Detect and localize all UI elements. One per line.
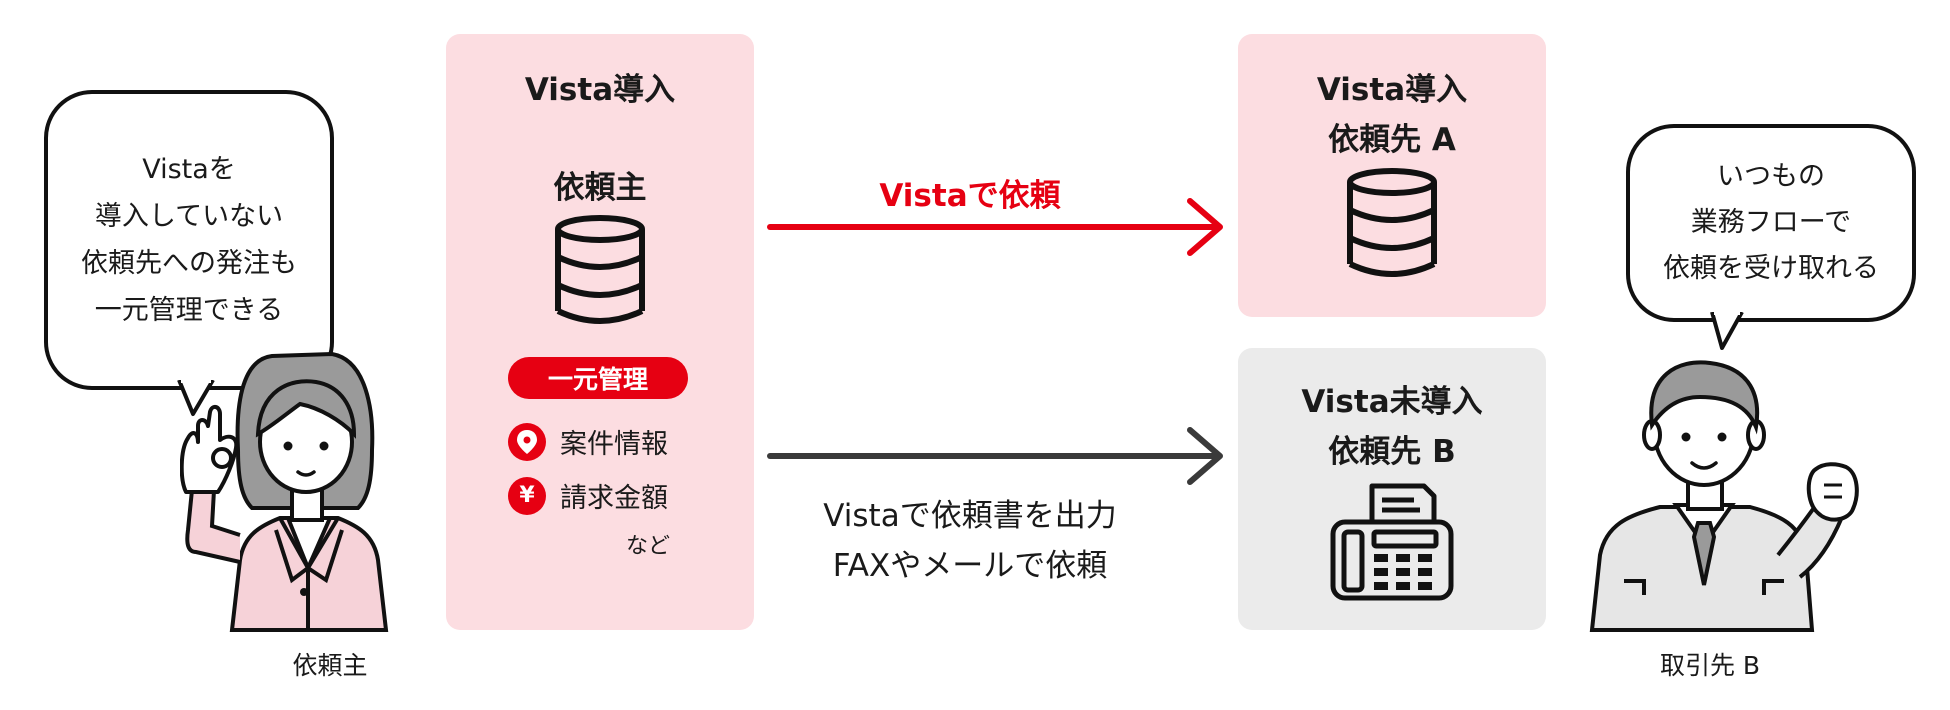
requester-panel (446, 34, 754, 630)
database-icon (555, 215, 645, 324)
bottom-flow-line: FAXやメールで依頼 (832, 548, 1108, 584)
feature-label: 請求金額 (560, 483, 668, 514)
vendor-b-title-line: Vista未導入 (1301, 384, 1483, 420)
bubble-line: 一元管理できる (94, 295, 284, 326)
bubble-line: Vistaを (142, 154, 236, 185)
yen-icon: ¥ (508, 476, 546, 515)
requester-panel-title: Vista導入 (524, 72, 676, 108)
location-pin-icon (508, 422, 546, 461)
vendor-a-panel (1238, 34, 1546, 317)
requester-speech-bubble: Vistaを 導入していない 依頼先への発注も 一元管理できる (44, 90, 334, 390)
bubble-tail (1710, 312, 1744, 350)
vendor-a-title-line: 依頼先 A (1328, 122, 1456, 158)
vendor-b-panel (1238, 348, 1546, 630)
bottom-flow-line: Vistaで依頼書を出力 (823, 498, 1117, 534)
fax-icon (1330, 483, 1454, 601)
bottom-flow-arrow (767, 427, 1223, 485)
vendor-a-title-line: Vista導入 (1316, 72, 1468, 108)
requester-person-illustration (180, 351, 389, 632)
partner-caption: 取引先 B (1659, 651, 1761, 680)
feature-label: 案件情報 (560, 429, 668, 460)
bubble-line: いつもの (1717, 161, 1825, 192)
database-icon (1347, 168, 1437, 277)
bubble-line: 業務フローで (1690, 207, 1852, 238)
bubble-line: 導入していない (94, 201, 284, 232)
bubble-line: 依頼を受け取れる (1663, 253, 1879, 284)
partner-speech-bubble: いつもの 業務フローで 依頼を受け取れる (1626, 124, 1916, 322)
bubble-line: 依頼先への発注も (81, 248, 297, 279)
etc-label: など (626, 534, 671, 559)
vendor-b-title-line: 依頼先 B (1328, 434, 1456, 470)
centralized-management-badge: 一元管理 (508, 357, 688, 399)
top-flow-label: Vistaで依頼 (879, 178, 1061, 214)
bubble-tail (177, 380, 215, 416)
requester-caption: 依頼主 (292, 651, 368, 680)
feature-project-info: 案件情報 (508, 422, 668, 461)
requester-role-label: 依頼主 (553, 170, 647, 206)
feature-billing-amount: ¥ 請求金額 (508, 476, 668, 515)
partner-person-illustration (1589, 360, 1859, 632)
top-flow-arrow (767, 198, 1223, 256)
